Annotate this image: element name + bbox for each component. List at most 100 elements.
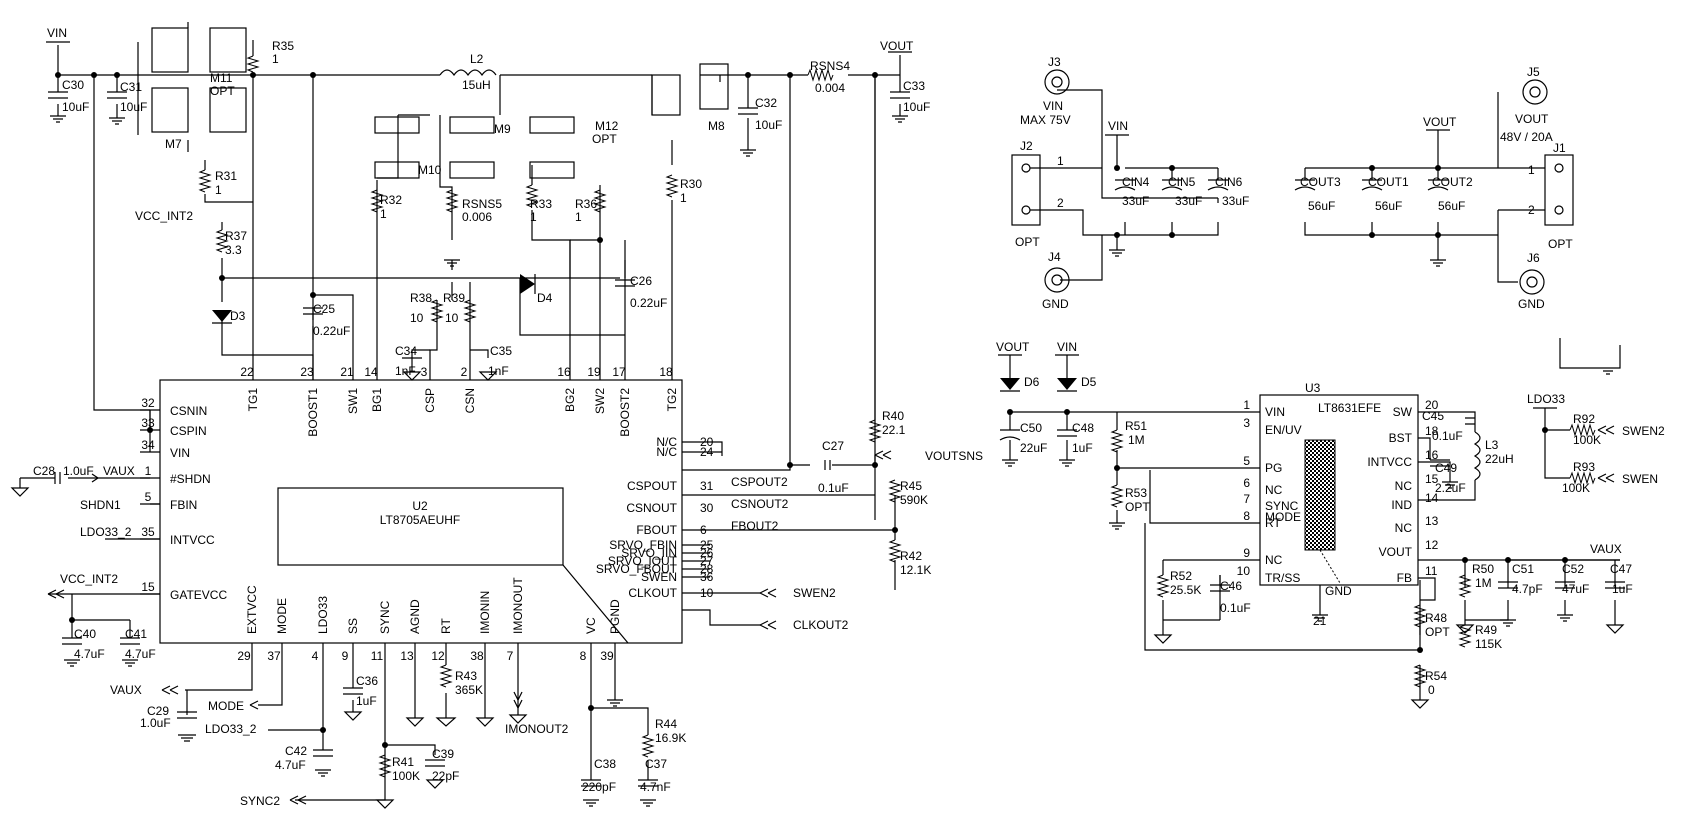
u2-pin-name: SW1	[346, 388, 360, 414]
cin6-val: 33uF	[1222, 194, 1249, 208]
r37-val: 3.3	[225, 243, 242, 257]
j2-pin2: 2	[1057, 196, 1064, 210]
c45-ref: C45	[1422, 409, 1444, 423]
m9-ref: M9	[494, 122, 511, 136]
u3-pin-name: NC	[1265, 553, 1283, 567]
r45-val: 590K	[900, 493, 928, 507]
r35-val: 1	[272, 52, 279, 66]
r35-ref: R35	[272, 39, 294, 53]
u3-pin-num: 10	[1237, 564, 1251, 578]
r42-ref: R42	[900, 549, 922, 563]
r32-val: 1	[380, 207, 387, 221]
j1-pin2: 2	[1528, 203, 1535, 217]
u2-pin-num: 27	[700, 554, 714, 568]
r31-ref: R31	[215, 169, 237, 183]
c48-ref: C48	[1072, 421, 1094, 435]
r43-ref: R43	[455, 669, 477, 683]
u2-pin-num: 10	[700, 586, 714, 600]
clkout2-net: CLKOUT2	[793, 618, 849, 632]
c29-ref: C29	[147, 704, 169, 718]
u2-pin-num: 4	[312, 649, 319, 663]
u3-pin-num: 20	[1425, 398, 1439, 412]
u2-pin-num: 15	[141, 580, 155, 594]
u3-ref: U3	[1305, 381, 1321, 395]
r30-ref: R30	[680, 177, 702, 191]
j1-note: OPT	[1548, 237, 1573, 251]
u2-pin-name: BOOST1	[306, 388, 320, 437]
u2-pin-num: 29	[237, 649, 251, 663]
u2-pin-num: 17	[612, 365, 626, 379]
component-shapes	[10, 27, 1625, 809]
u3-pin-name: VIN	[1265, 405, 1285, 419]
u3-pin-num: 14	[1425, 491, 1439, 505]
rsns4-ref: RSNS4	[810, 59, 850, 73]
u2-part: LT8705AEUHF	[380, 513, 460, 527]
mode-net: MODE	[208, 699, 244, 713]
d3-ref: D3	[230, 309, 246, 323]
c34-val: 1nF	[395, 364, 416, 378]
u3-pin-num: 12	[1425, 538, 1439, 552]
cout1-ref: COUT1	[1368, 175, 1409, 189]
u2-pin-num: 14	[364, 365, 378, 379]
u2-pin-name: FBIN	[170, 498, 197, 512]
c40-val: 4.7uF	[74, 647, 105, 661]
u2-pin-num: 1	[145, 464, 152, 478]
c30-ref: C30	[62, 78, 84, 92]
m11-ref: M11	[210, 71, 233, 85]
imonout2-net: IMONOUT2	[505, 722, 569, 736]
u2-pin-name: BOOST2	[618, 388, 632, 437]
u2-pin-name: SRVO_IOUT	[608, 554, 678, 568]
u2-pin-num: 30	[700, 501, 714, 515]
u2-pin-num: 38	[470, 649, 484, 663]
u2-pin-name: TG1	[246, 388, 260, 412]
u2-pin-num: 25	[700, 538, 714, 552]
u2-pin-name: EXTVCC	[245, 585, 259, 634]
r33-ref: R33	[530, 197, 552, 211]
c51-ref: C51	[1512, 562, 1534, 576]
r50-ref: R50	[1472, 562, 1494, 576]
u2-pin-name: CSNIN	[170, 404, 207, 418]
u2-pin-name: VC	[584, 617, 598, 634]
c45-val: 0.1uF	[1432, 429, 1463, 443]
r39-ref: R39	[443, 291, 465, 305]
u2-pin-num: 6	[700, 523, 707, 537]
j4-label: GND	[1042, 297, 1069, 311]
r38-val: 10	[410, 311, 424, 325]
u3-part: LT8631EFE	[1318, 401, 1381, 415]
c25-val: 0.22uF	[313, 324, 350, 338]
r54-val: 0	[1428, 683, 1435, 697]
u2-pin-num: 3	[421, 365, 428, 379]
u2-pin-name: TG2	[665, 388, 679, 412]
c50-val: 22uF	[1020, 441, 1047, 455]
u2-pin-name: N/C	[656, 435, 677, 449]
c31-val: 10uF	[120, 100, 147, 114]
fbout2-net: FBOUT2	[731, 519, 779, 533]
j2-pin1: 1	[1057, 154, 1064, 168]
c48-val: 1uF	[1072, 441, 1093, 455]
r37-ref: R37	[225, 229, 247, 243]
c26-val: 0.22uF	[630, 296, 667, 310]
u2-pin-name: AGND	[408, 599, 422, 634]
r54-ref: R54	[1425, 669, 1447, 683]
u3-pin-name: FB	[1397, 571, 1412, 585]
r40-val: 22.1	[882, 423, 906, 437]
vaux-bot-net: VAUX	[110, 683, 142, 697]
r44-ref: R44	[655, 717, 677, 731]
u2-pin-name: PGND	[608, 599, 622, 634]
u2-pin-name: CSPOUT	[627, 479, 678, 493]
u2-pin-num: 20	[700, 435, 714, 449]
d5-ref: D5	[1081, 375, 1097, 389]
d4-ref: D4	[537, 291, 553, 305]
u3-pin-name: SYNC	[1265, 499, 1299, 513]
c39-ref: C39	[432, 747, 454, 761]
j3-note: MAX 75V	[1020, 113, 1071, 127]
c33-ref: C33	[903, 79, 925, 93]
r52-val: 25.5K	[1170, 583, 1201, 597]
u2-pin-name: RT	[439, 618, 453, 634]
rsns4-val: 0.004	[815, 81, 845, 95]
r32-ref: R32	[380, 193, 402, 207]
j5-ref: J5	[1527, 65, 1540, 79]
u2-pin-num: 7	[507, 649, 514, 663]
cspout2-net: CSPOUT2	[731, 475, 788, 489]
j3-ref: J3	[1048, 55, 1061, 69]
